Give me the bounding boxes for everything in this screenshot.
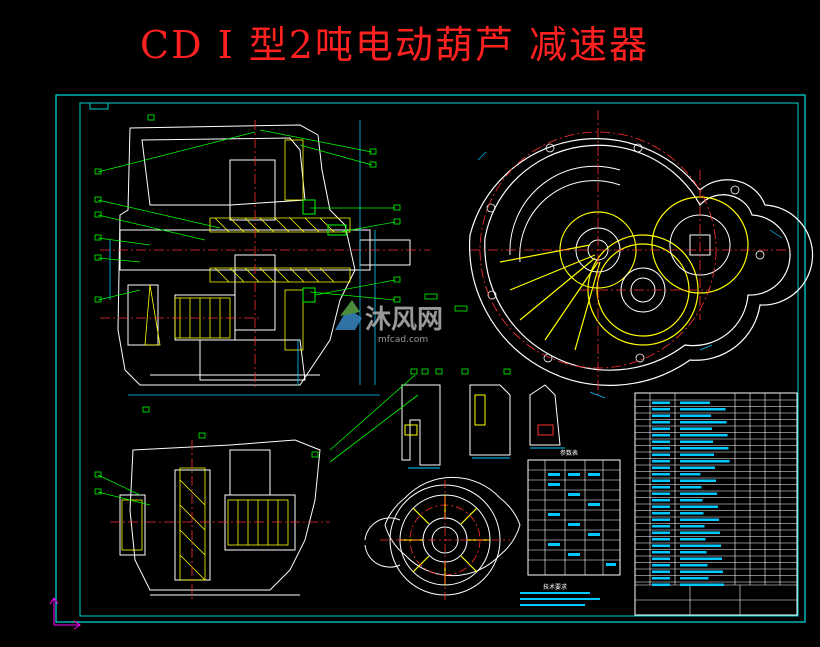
detail-callouts (329, 293, 511, 463)
detail-profile-views (401, 384, 565, 469)
watermark-url: mfcad.com (378, 335, 428, 345)
parameter-table-caption: 参数表 (560, 449, 578, 457)
parameter-table: 参数表 (527, 449, 621, 576)
watermark-brand: 沐风网 (365, 305, 443, 335)
side-view-gear-housing (469, 110, 814, 399)
drawing-frame-inner (79, 102, 799, 617)
main-section-view (94, 114, 430, 413)
drawing-frame-outer (55, 94, 806, 623)
lower-section-view (94, 432, 330, 600)
drawing-title: CD Ⅰ 型2吨电动葫芦 减速器 (140, 23, 649, 67)
parts-list-title-block (634, 392, 798, 616)
ucs-axis-icon (49, 597, 81, 630)
cover-plan-view (364, 476, 521, 600)
tech-requirements-caption: 技术要求 (543, 583, 567, 591)
technical-requirements: 技术要求 (520, 583, 600, 606)
watermark-logo: 沐风网 mfcad.com (335, 300, 443, 345)
